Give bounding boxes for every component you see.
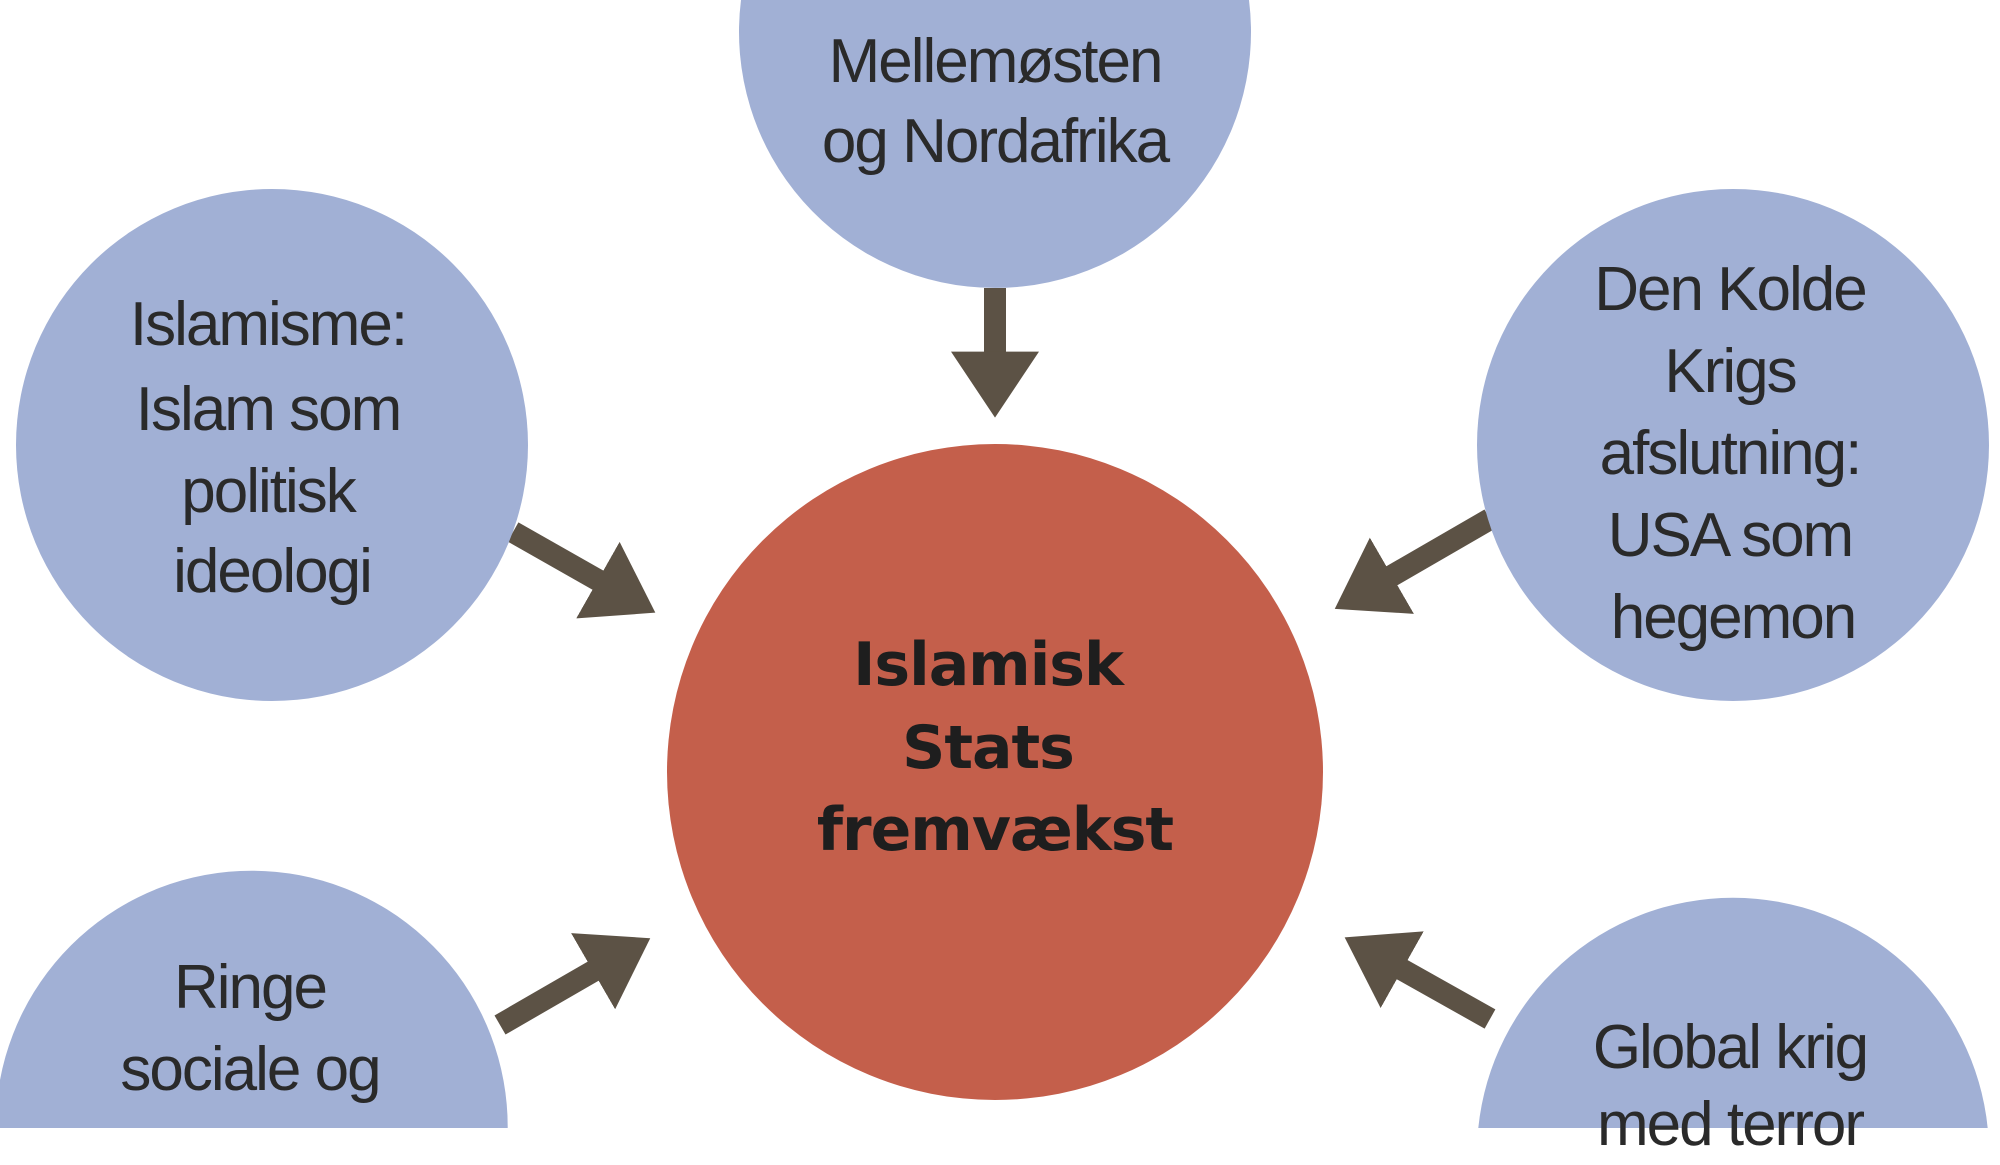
center-line: fremvækst bbox=[817, 795, 1174, 865]
center-line: Islamisk bbox=[853, 630, 1126, 700]
node-left-line: ideologi bbox=[173, 537, 371, 606]
node-bottom-right: Global krig med terror bbox=[1478, 897, 1988, 1159]
arrow-bottom-left bbox=[494, 933, 651, 1035]
center-line: Stats bbox=[902, 713, 1074, 783]
node-left-line: politisk bbox=[181, 457, 358, 526]
node-right-line: Den Kolde bbox=[1594, 255, 1866, 324]
node-left-line: Islam som bbox=[136, 375, 400, 444]
node-bottom-left-line: Ringe bbox=[174, 953, 326, 1022]
arrows bbox=[494, 288, 1496, 1035]
node-right-line: hegemon bbox=[1611, 583, 1856, 652]
arrow-bottom-right bbox=[1344, 931, 1496, 1029]
node-left: Islamisme: Islam som politisk ideologi bbox=[16, 189, 528, 701]
node-bottom-left: Ringe sociale og bbox=[0, 870, 508, 1128]
node-bottom-left-line: sociale og bbox=[120, 1035, 379, 1104]
arrow-right bbox=[1334, 509, 1496, 614]
node-top-line: og Nordafrika bbox=[822, 107, 1171, 176]
node-right-line: afslutning: bbox=[1600, 419, 1861, 488]
node-bottom-right-line: Global krig bbox=[1593, 1013, 1867, 1082]
node-right-line: USA som bbox=[1608, 501, 1852, 570]
node-bottom-right-line: med terror bbox=[1597, 1090, 1864, 1159]
node-left-line: Islamisme: bbox=[130, 290, 406, 359]
node-top-line: Mellemøsten bbox=[829, 27, 1162, 96]
node-right-line: Krigs bbox=[1664, 337, 1795, 406]
node-center: Islamisk Stats fremvækst bbox=[667, 444, 1323, 1100]
node-top: Mellemøsten og Nordafrika bbox=[739, 0, 1252, 288]
arrow-left bbox=[507, 522, 656, 619]
node-right: Den Kolde Krigs afslutning: USA som hege… bbox=[1477, 189, 1989, 701]
